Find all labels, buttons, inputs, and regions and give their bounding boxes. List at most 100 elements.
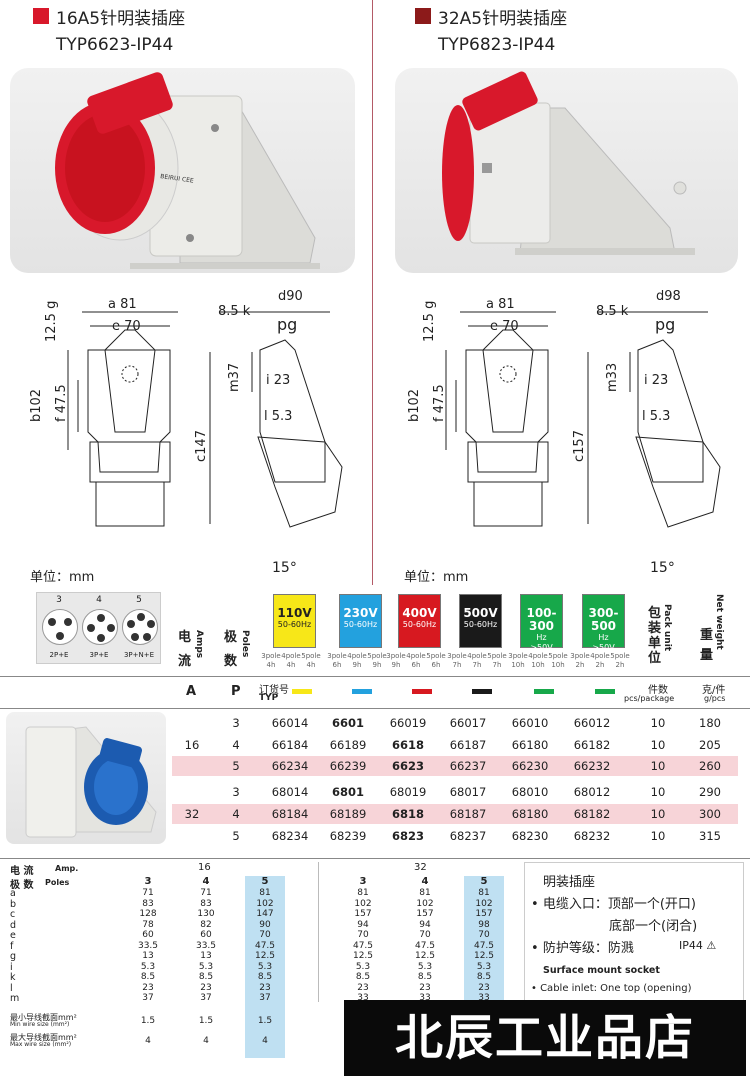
cell-order-no: 66184 xyxy=(271,738,309,752)
socket-4pin-icon xyxy=(82,609,118,645)
hour-text: 10h xyxy=(531,661,545,669)
min-wire-en: Min wire size (mm²) xyxy=(10,1021,70,1028)
rule xyxy=(0,858,750,859)
dim-value: 71 xyxy=(200,888,212,898)
hour-text: 4h xyxy=(306,661,316,669)
dim-e: e 70 xyxy=(490,319,519,334)
dim-i: i 23 xyxy=(644,373,668,388)
col-typ: TYP xyxy=(259,693,279,703)
pole-count: 3 xyxy=(56,595,62,605)
voltage-hz2: >50V xyxy=(592,643,615,652)
dim-value: 157 xyxy=(475,909,493,919)
dim-value: 90 xyxy=(259,919,271,930)
dim-value: 12.5 xyxy=(473,951,495,961)
product-photo-16a: BEIRUI CEE xyxy=(10,68,355,273)
col-weight-unit: 克/件 xyxy=(702,685,726,696)
hour-text: 6h xyxy=(431,661,441,669)
pole-text: 3pole xyxy=(447,652,467,660)
hour-text: 7h xyxy=(452,661,462,669)
cell-order-no: 68012 xyxy=(573,785,611,799)
cell-order-no: 68237 xyxy=(449,829,487,843)
unit-label: 单位：mm xyxy=(30,570,95,585)
dim-value: 37 xyxy=(142,993,154,1003)
cell-order-no: 68184 xyxy=(271,807,309,821)
current-heading-en: Amps xyxy=(194,630,204,659)
cell-pack: 10 xyxy=(650,785,666,799)
color-bar xyxy=(595,689,615,694)
poles-heading: 极数 xyxy=(224,630,238,669)
hour-text: 10h xyxy=(551,661,565,669)
dim-value: 47.5 xyxy=(414,940,436,951)
cell-pack: 10 xyxy=(650,807,666,821)
pole-text: 3pole xyxy=(508,652,528,660)
dim-poles-en: Poles xyxy=(45,878,70,887)
cell-order-no: 66232 xyxy=(573,759,611,773)
socket-5pin-icon xyxy=(122,609,158,645)
dim-b: b102 xyxy=(29,389,44,422)
socket-3pin-icon xyxy=(42,609,78,645)
dim-value: 102 xyxy=(416,898,434,909)
dim-pole-head: 5 xyxy=(261,876,269,887)
cell-pack: 10 xyxy=(650,829,666,843)
dim-row-label: f xyxy=(10,940,14,952)
pack-heading-en: Pack unit xyxy=(662,604,672,652)
max-wire-en: Max wire size (mm²) xyxy=(10,1041,72,1048)
cell-order-no: 66187 xyxy=(449,738,487,752)
col-p: P xyxy=(231,684,241,699)
pole-text: 3pole xyxy=(386,652,406,660)
cell-order-no: 66182 xyxy=(573,738,611,752)
description-box: 明装插座 • 电缆入口：顶部一个(开口) 底部一个(闭合) • 防护等级：防溅 … xyxy=(524,862,744,1004)
highlight-col-32a xyxy=(464,876,504,1002)
color-square xyxy=(415,8,431,24)
cell-order-no: 6623 xyxy=(391,759,424,773)
dim-value: 33.5 xyxy=(137,940,159,951)
desc-inlet: • 电缆入口：顶部一个(开口) xyxy=(531,897,696,912)
cell-weight: 315 xyxy=(699,829,721,843)
dim-k: 8.5 k xyxy=(596,304,629,319)
hour-text: 7h xyxy=(472,661,482,669)
highlight-col-16a xyxy=(245,876,285,1058)
dim-row-label: a xyxy=(10,888,16,899)
dim-f: f 47.5 xyxy=(432,384,447,422)
dim-value: 70 xyxy=(419,930,431,940)
cell-amp: 16 xyxy=(184,738,200,752)
cell-order-no: 68180 xyxy=(511,807,549,821)
color-square xyxy=(33,8,49,24)
dim-value: 12.5 xyxy=(414,951,436,961)
hour-text: 6h xyxy=(332,661,342,669)
desc-protect: • 防护等级：防溅 xyxy=(531,941,634,956)
pole-text: 4pole xyxy=(281,652,301,660)
dim-value: 83 xyxy=(200,898,212,909)
cell-weight: 180 xyxy=(699,716,721,730)
col-pcs-pkg: pcs/package xyxy=(624,694,675,703)
voltage-hz: Hz xyxy=(536,633,547,642)
dim-value: 47.5 xyxy=(352,940,374,951)
desc-en-title: Surface mount socket xyxy=(543,965,660,976)
voltage-hz: 50-60Hz xyxy=(463,620,498,629)
desc-en-inlet: • Cable inlet: One top (opening) xyxy=(531,983,692,994)
pole-config-box: 3 4 5 2P+E 3P+E 3P+N+E xyxy=(36,592,161,664)
dim-k: 8.5 k xyxy=(218,304,251,319)
hour-text: 9h xyxy=(352,661,362,669)
dim-pole-head: 4 xyxy=(421,876,429,887)
dim-value: 5.3 xyxy=(355,961,371,972)
voltage-value: 400V xyxy=(402,606,437,620)
max-wire-value: 4 xyxy=(203,1036,209,1046)
weight-heading-en: Net weight xyxy=(714,594,724,650)
hour-text: 9h xyxy=(391,661,401,669)
dim-pole-head: 4 xyxy=(202,876,210,887)
dim-d: d98 xyxy=(656,289,681,304)
cell-weight: 290 xyxy=(699,785,721,799)
dim-value: 33 xyxy=(478,993,490,1003)
dim-d: d90 xyxy=(278,289,303,304)
